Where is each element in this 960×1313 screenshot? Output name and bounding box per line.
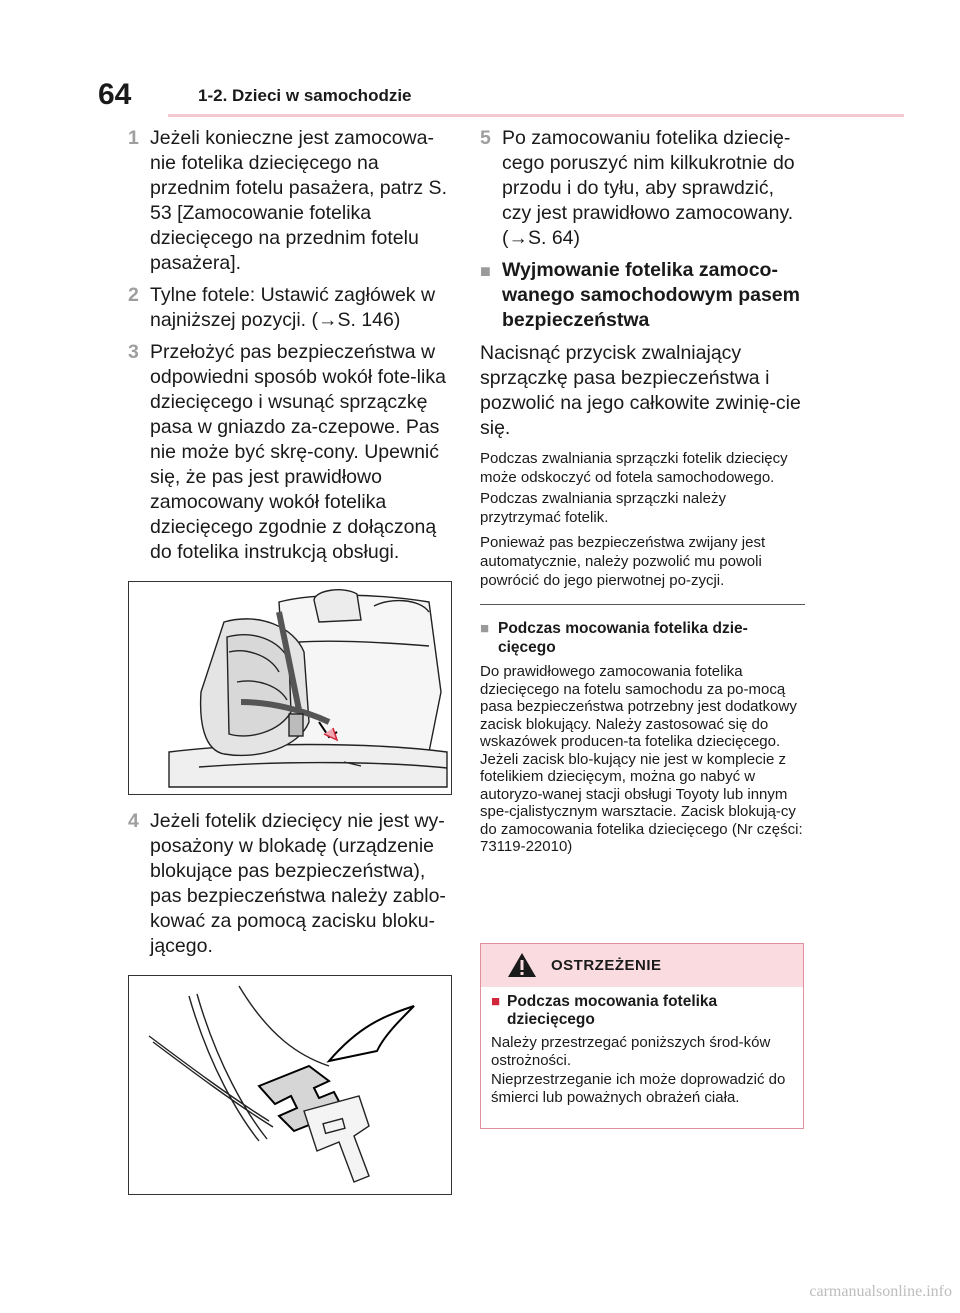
step-text: Po zamocowaniu fotelika dziecię-cego por… — [502, 127, 795, 249]
step-3: 3 Przełożyć pas bezpieczeństwa w odpowie… — [128, 340, 458, 565]
child-seat-illustration — [128, 581, 452, 795]
step-4: 4 Jeżeli fotelik dziecięcy nie jest wy-p… — [128, 809, 458, 959]
watermark: carmanualsonline.info — [809, 1283, 952, 1300]
warning-text-1: Należy przestrzegać poniższych środ-ków … — [491, 1034, 771, 1069]
step-text: Jeżeli fotelik dziecięcy nie jest wy-pos… — [150, 810, 446, 957]
removal-note-1a: Podczas zwalniania sprzączki fotelik dzi… — [480, 450, 788, 486]
warning-header: OSTRZEŻENIE — [481, 944, 803, 987]
square-bullet-icon: ■ — [480, 620, 490, 637]
header-rule — [168, 114, 904, 117]
warning-body: ■ Podczas mocowania fotelika dziecięcego… — [481, 987, 803, 1106]
step-text: Przełożyć pas bezpieczeństwa w odpowiedn… — [150, 341, 446, 563]
removal-note-2: Ponieważ pas bezpieczeństwa zwijany jest… — [480, 534, 766, 589]
warning-text: Należy przestrzegać poniższych środ-ków … — [491, 1034, 793, 1106]
step-text: Jeżeli konieczne jest zamocowa-nie fotel… — [150, 127, 447, 274]
step-2: 2 Tylne fotele: Ustawić zagłówek w najni… — [128, 283, 458, 333]
warning-triangle-icon — [508, 953, 536, 977]
page-number: 64 — [98, 78, 132, 111]
warning-box: OSTRZEŻENIE ■ Podczas mocowania fotelika… — [480, 943, 804, 1129]
step-number: 3 — [128, 341, 139, 363]
warning-heading-text: Podczas mocowania fotelika dziecięcego — [507, 993, 718, 1028]
removal-notes: Podczas zwalniania sprzączki fotelik dzi… — [480, 449, 805, 590]
step-text: Tylne fotele: Ustawić zagłówek w najniżs… — [150, 284, 436, 331]
mounting-text: Do prawidłowego zamocowania fotelika dzi… — [480, 663, 803, 855]
step-1: 1 Jeżeli konieczne jest zamocowa-nie fot… — [128, 126, 458, 276]
removal-note-1b: Podczas zwalniania sprzączki należy przy… — [480, 490, 726, 526]
step-number: 2 — [128, 284, 139, 306]
removal-text: Nacisnąć przycisk zwalniający sprzączkę … — [480, 342, 801, 439]
locking-clip-illustration — [128, 975, 452, 1195]
step-number: 5 — [480, 127, 491, 149]
warning-title: OSTRZEŻENIE — [551, 957, 662, 974]
square-bullet-icon: ■ — [491, 993, 501, 1010]
step-5: 5 Po zamocowaniu fotelika dziecię-cego p… — [480, 126, 805, 251]
left-column: 1 Jeżeli konieczne jest zamocowa-nie fot… — [128, 126, 458, 1195]
page-header: 64 1-2. Dzieci w samochodzie — [98, 76, 904, 116]
square-bullet-icon: ■ — [480, 261, 491, 281]
step-number: 4 — [128, 810, 139, 832]
right-column: 5 Po zamocowaniu fotelika dziecię-cego p… — [480, 126, 805, 856]
removal-heading-text: Wyjmowanie fotelika zamoco-wanego samoch… — [502, 259, 800, 331]
mounting-heading-text: Podczas mocowania fotelika dzie-cięcego — [498, 620, 748, 656]
warning-text-2: Nieprzestrzeganie ich może doprowadzić d… — [491, 1071, 786, 1106]
locking-clip-drawing — [148, 985, 415, 1183]
section-divider — [480, 604, 805, 605]
section-title: 1-2. Dzieci w samochodzie — [198, 86, 412, 105]
mounting-heading: ■ Podczas mocowania fotelika dzie-cięceg… — [480, 619, 805, 657]
removal-heading: ■ Wyjmowanie fotelika zamoco-wanego samo… — [480, 258, 805, 333]
step-number: 1 — [128, 127, 139, 149]
child-seat-drawing — [168, 589, 448, 788]
warning-heading: ■ Podczas mocowania fotelika dziecięcego — [491, 993, 793, 1029]
